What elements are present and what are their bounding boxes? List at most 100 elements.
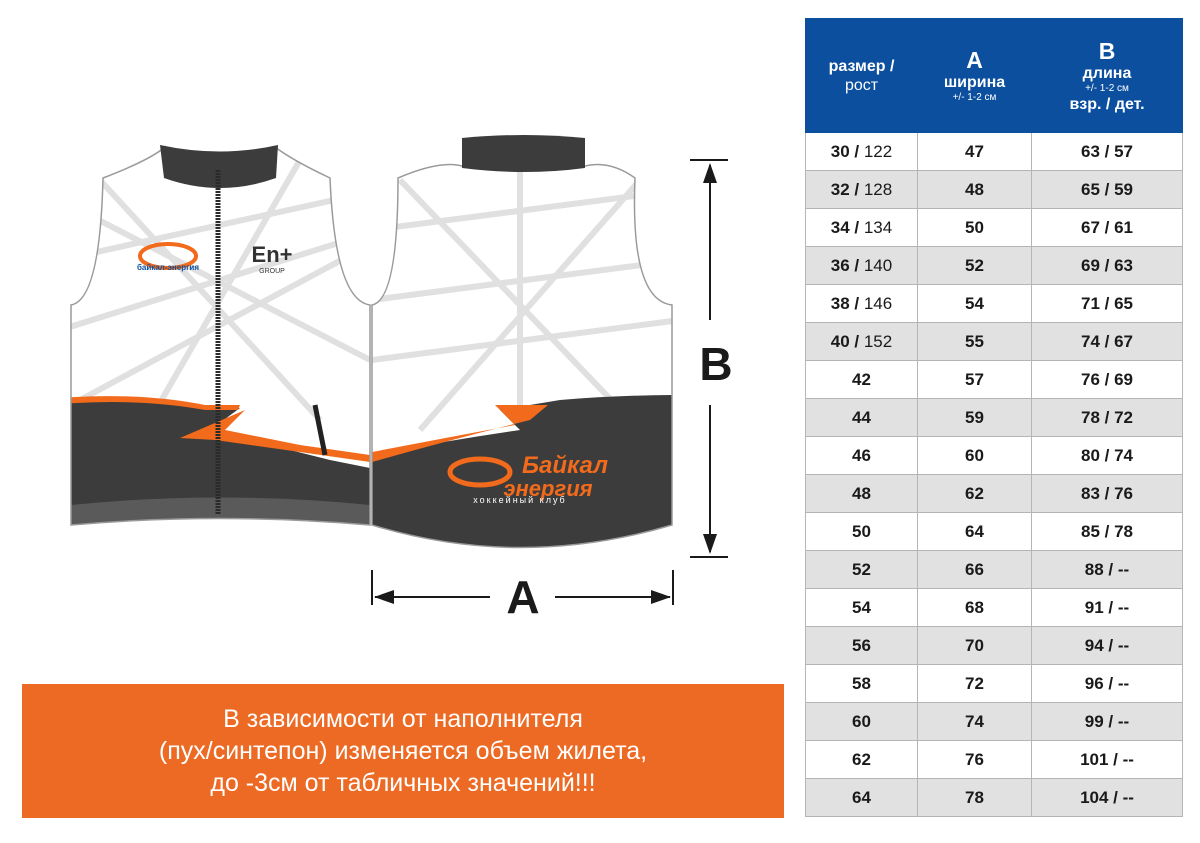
width-cell: 60: [917, 436, 1032, 475]
size-value: 60: [852, 711, 871, 731]
header-a-tolerance: +/- 1-2 см: [952, 92, 997, 103]
length-cell: 67 / 61: [1031, 208, 1183, 247]
size-cell: 40 / 152: [805, 322, 918, 361]
header-length: B длина +/- 1-2 см взр. / дет.: [1031, 18, 1183, 133]
length-cell: 76 / 69: [1031, 360, 1183, 399]
brand-logo-line1: Байкал: [522, 452, 608, 479]
size-value: 30 /: [830, 141, 860, 161]
size-value: 44: [852, 407, 871, 427]
length-cell: 78 / 72: [1031, 398, 1183, 437]
length-cell: 71 / 65: [1031, 284, 1183, 323]
size-cell: 62: [805, 740, 918, 779]
size-value: 38 /: [830, 293, 860, 313]
dimension-a-label: A: [506, 571, 539, 623]
size-cell: 56: [805, 626, 918, 665]
size-value: 34 /: [830, 217, 860, 237]
width-cell: 55: [917, 322, 1032, 361]
length-cell: 63 / 57: [1031, 132, 1183, 171]
dimension-a: A: [371, 570, 674, 623]
notice-line: (пух/синтепон) изменяется объем жилета,: [158, 737, 648, 765]
length-cell: 85 / 78: [1031, 512, 1183, 551]
size-value: 50: [852, 521, 871, 541]
size-cell: 36 / 140: [805, 246, 918, 285]
length-cell: 69 / 63: [1031, 246, 1183, 285]
size-cell: 34 / 134: [805, 208, 918, 247]
size-cell: 54: [805, 588, 918, 627]
width-cell: 78: [917, 778, 1032, 817]
size-value: 42: [852, 369, 871, 389]
length-cell: 65 / 59: [1031, 170, 1183, 209]
size-cell: 48: [805, 474, 918, 513]
header-size: размер / рост: [805, 18, 918, 133]
size-value: 56: [852, 635, 871, 655]
filler-notice: В зависимости от наполнителя (пух/синтеп…: [22, 684, 784, 818]
width-cell: 70: [917, 626, 1032, 665]
height-value: 146: [859, 293, 893, 313]
header-width: A ширина +/- 1-2 см: [917, 18, 1032, 133]
size-cell: 60: [805, 702, 918, 741]
size-cell: 44: [805, 398, 918, 437]
dimension-b: B: [690, 159, 733, 558]
length-cell: 91 / --: [1031, 588, 1183, 627]
width-cell: 57: [917, 360, 1032, 399]
header-a-label: ширина: [943, 74, 1006, 91]
size-cell: 42: [805, 360, 918, 399]
header-b-sub: взр. / дет.: [1069, 95, 1145, 113]
brand-logo: Байкал энергия хоккейный клуб: [447, 452, 608, 505]
header-b-tolerance: +/- 1-2 см: [1085, 82, 1129, 94]
width-cell: 66: [917, 550, 1032, 589]
vest-front: байкал-энергия En+ GROUP: [70, 145, 371, 526]
size-cell: 30 / 122: [805, 132, 918, 171]
size-value: 32 /: [830, 179, 860, 199]
chest-logo: байкал-энергия: [137, 242, 199, 272]
size-value: 40 /: [830, 331, 860, 351]
length-cell: 80 / 74: [1031, 436, 1183, 475]
width-cell: 68: [917, 588, 1032, 627]
height-value: 128: [859, 179, 893, 199]
width-cell: 48: [917, 170, 1032, 209]
length-cell: 99 / --: [1031, 702, 1183, 741]
width-cell: 50: [917, 208, 1032, 247]
length-cell: 74 / 67: [1031, 322, 1183, 361]
header-size-top: размер /: [828, 57, 895, 75]
size-value: 62: [852, 749, 871, 769]
width-cell: 47: [917, 132, 1032, 171]
size-value: 46: [852, 445, 871, 465]
sponsor-logo: En+ GROUP: [252, 242, 293, 275]
length-cell: 101 / --: [1031, 740, 1183, 779]
width-cell: 54: [917, 284, 1032, 323]
size-cell: 58: [805, 664, 918, 703]
width-cell: 72: [917, 664, 1032, 703]
width-cell: 74: [917, 702, 1032, 741]
width-cell: 59: [917, 398, 1032, 437]
height-value: 140: [859, 255, 893, 275]
brand-logo-line2: энергия: [503, 476, 592, 501]
length-cell: 83 / 76: [1031, 474, 1183, 513]
width-cell: 52: [917, 246, 1032, 285]
size-value: 48: [852, 483, 871, 503]
header-size-bottom: рост: [844, 76, 879, 94]
brand-logo-tagline: хоккейный клуб: [473, 495, 566, 505]
size-value: 64: [852, 787, 871, 807]
width-cell: 76: [917, 740, 1032, 779]
sponsor-logo-text: En+: [252, 242, 293, 267]
length-cell: 104 / --: [1031, 778, 1183, 817]
width-cell: 64: [917, 512, 1032, 551]
height-value: 152: [859, 331, 893, 351]
size-cell: 64: [805, 778, 918, 817]
size-cell: 46: [805, 436, 918, 475]
chest-logo-text: байкал-энергия: [137, 263, 199, 272]
